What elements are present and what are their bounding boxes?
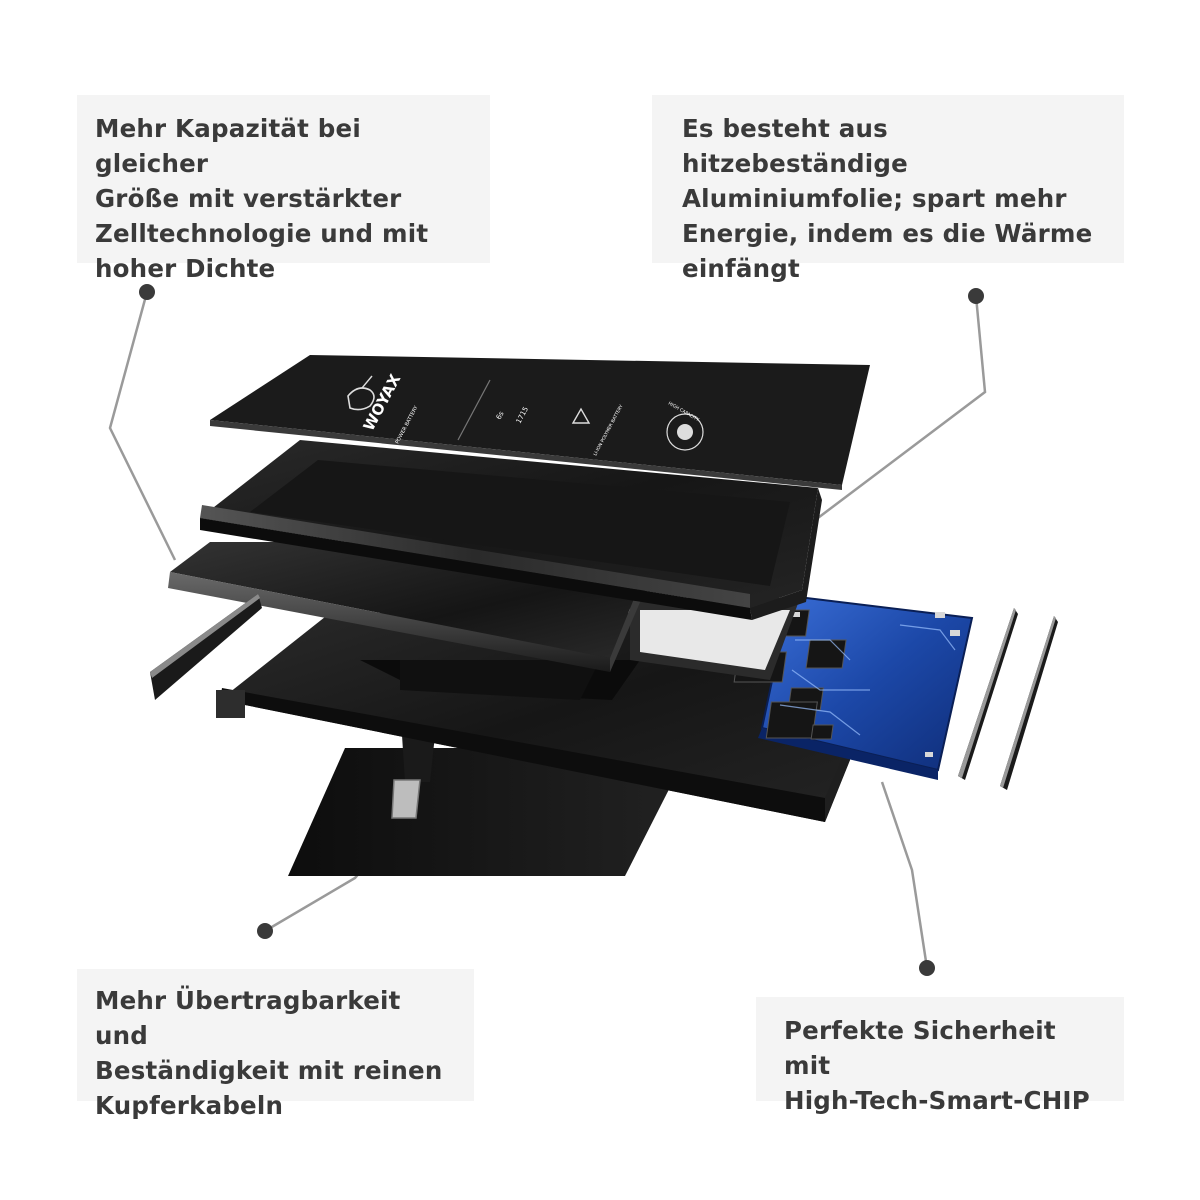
battery-label-sheet: WOYAX POWER BATTERY 6s 1715 LI-ION POLYM… <box>210 355 870 490</box>
woyax-logo <box>347 375 375 411</box>
callout-capacity: Mehr Kapazität bei gleicher Größe mit ve… <box>77 95 490 283</box>
recycle-icon <box>571 407 591 424</box>
leader-dot-chip <box>919 960 935 976</box>
callout-copper-cables: Mehr Übertragbarkeit und Beständigkeit m… <box>77 969 474 1120</box>
copper-cable-tab <box>391 735 435 819</box>
side-strip-right-2 <box>1000 616 1058 790</box>
leader-line-capacity <box>108 291 177 561</box>
leader-dots <box>139 284 984 976</box>
callout-smart-chip: Perfekte Sicherheit mit High-Tech-Smart-… <box>756 997 1124 1115</box>
leader-dot-foil <box>968 288 984 304</box>
aluminium-foil-inner <box>400 598 800 700</box>
pcb-traces <box>779 624 956 736</box>
leader-line-foil <box>801 295 987 531</box>
side-strip-right-1 <box>958 608 1018 780</box>
callout-aluminium-foil: Es besteht aus hitzebeständige Aluminium… <box>652 95 1124 283</box>
leader-dot-copper <box>257 923 273 939</box>
bottom-insulation-sheet <box>288 748 690 876</box>
leader-line-chip <box>880 781 929 969</box>
battery-cell-top <box>200 440 822 620</box>
high-capacity-seal <box>666 413 704 451</box>
leader-dot-capacity <box>139 284 155 300</box>
pcb-pads <box>792 612 960 757</box>
label-model: 6s <box>495 410 506 421</box>
side-strip-left <box>150 594 262 700</box>
